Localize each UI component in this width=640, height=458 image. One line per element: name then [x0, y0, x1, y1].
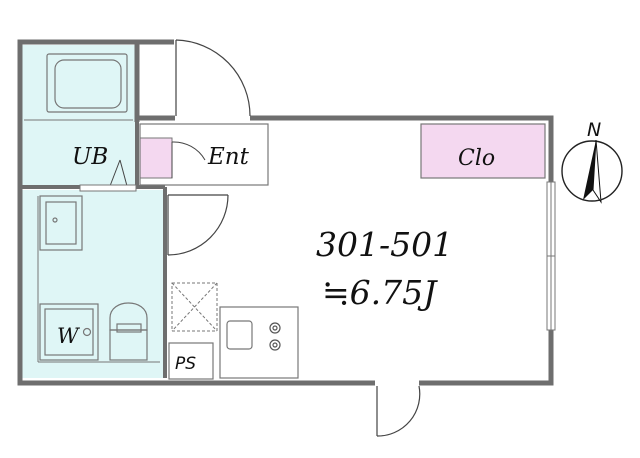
unit-bath-area	[22, 45, 135, 185]
washing-machine-icon	[39, 303, 99, 361]
label-room-size: ≒6.75J	[322, 273, 438, 312]
balcony-door	[376, 385, 421, 437]
bath-counter	[79, 184, 137, 192]
kitchen-counter	[219, 306, 299, 379]
label-pipe-space: PS	[175, 354, 196, 374]
washroom-door	[167, 194, 229, 256]
kitchen-sink-icon	[226, 320, 253, 350]
label-unit-bath: UB	[72, 144, 108, 170]
entrance-box	[139, 123, 269, 186]
ub-door-icon	[109, 159, 128, 187]
label-closet: Clo	[458, 146, 495, 171]
label-north: N	[587, 119, 601, 141]
label-room-number: 301-501	[316, 225, 453, 264]
toilet-icon	[109, 302, 148, 361]
label-entrance: Ent	[207, 144, 250, 170]
washbasin-icon	[39, 195, 83, 251]
closet-area	[420, 123, 546, 179]
entrance-step-door	[171, 141, 206, 178]
storage-box-icon	[171, 282, 218, 332]
label-washer: W	[57, 324, 81, 348]
window	[546, 181, 556, 331]
compass-icon	[561, 139, 623, 204]
entrance-floor	[139, 137, 173, 179]
stove-icon	[269, 322, 281, 351]
entrance-door	[175, 39, 251, 117]
pipe-space-box	[168, 342, 214, 380]
bathtub-icon	[46, 53, 128, 113]
